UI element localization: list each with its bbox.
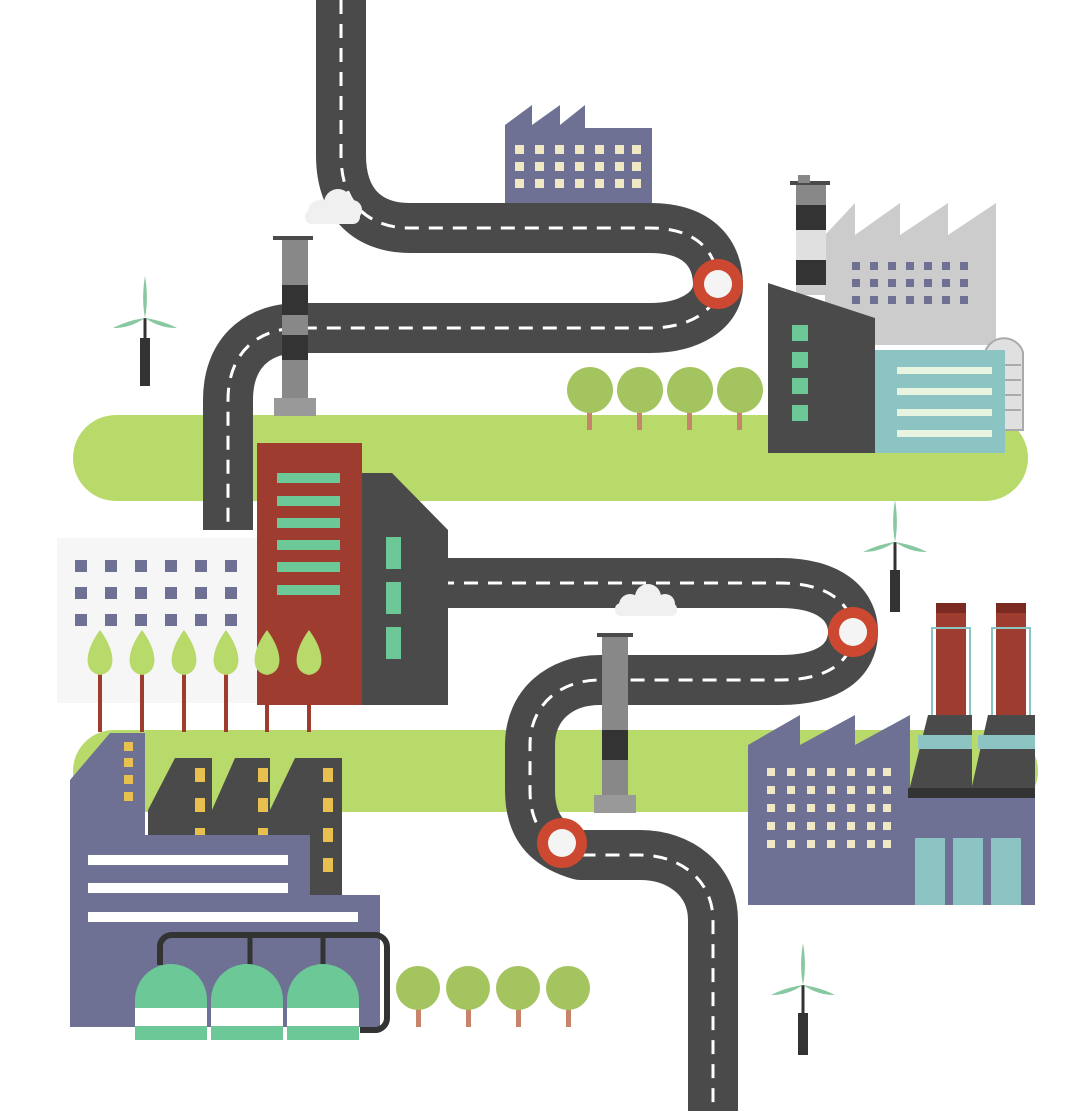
- storage-tank-icon: [135, 932, 390, 1040]
- tree-icon: [567, 367, 613, 430]
- pointed-tree-row: [87, 630, 322, 732]
- tree-icon: [617, 367, 663, 430]
- tree-icon: [87, 630, 113, 732]
- white-office-building: [57, 538, 257, 703]
- tree-row-upper: [567, 367, 763, 430]
- tree-icon: [667, 367, 713, 430]
- smokestack-icon: [594, 633, 636, 813]
- tree-icon: [129, 630, 155, 732]
- purple-factory-lower-left: [70, 733, 380, 1027]
- smokestack-icon: [273, 236, 316, 416]
- location-marker-icon: [828, 607, 878, 657]
- wind-turbine-icon: [771, 943, 835, 1055]
- grey-factory: [825, 203, 996, 345]
- dark-annex-building: [362, 473, 448, 705]
- purple-factory-lower-right: [748, 715, 910, 905]
- smokestack-icon: [790, 175, 830, 295]
- teal-building: [875, 350, 1005, 453]
- location-marker-icon: [537, 818, 587, 868]
- smoke-cloud-icon: [305, 189, 362, 224]
- tree-icon: [717, 367, 763, 430]
- smoke-cloud-icon: [615, 584, 677, 616]
- tree-icon: [496, 966, 540, 1027]
- dark-factory-right: [768, 283, 875, 453]
- tree-icon: [546, 966, 590, 1027]
- tree-icon: [213, 630, 239, 732]
- tree-icon: [296, 630, 322, 732]
- wind-turbine-icon: [863, 500, 927, 612]
- tree-icon: [254, 630, 280, 732]
- tree-icon: [446, 966, 490, 1027]
- location-marker-icon: [693, 259, 743, 309]
- tree-icon: [396, 966, 440, 1027]
- tree-row-lower: [396, 966, 590, 1027]
- wind-turbine-icon: [113, 276, 177, 386]
- tree-icon: [171, 630, 197, 732]
- purple-factory-top: [505, 105, 652, 205]
- cooling-tower-icon: [908, 603, 1035, 905]
